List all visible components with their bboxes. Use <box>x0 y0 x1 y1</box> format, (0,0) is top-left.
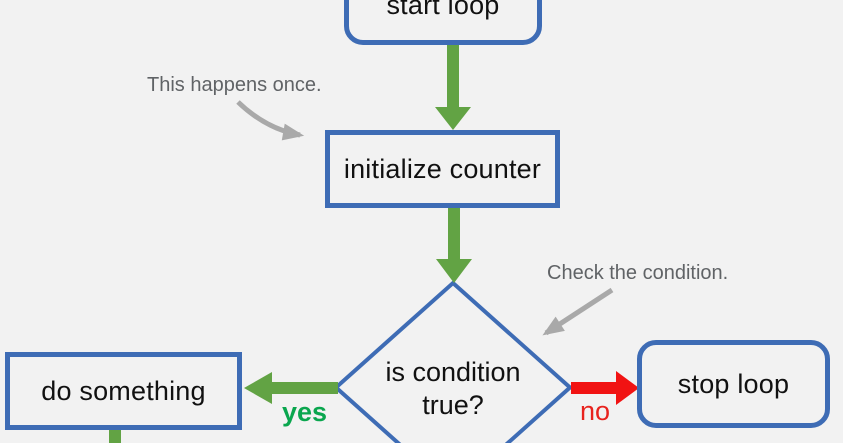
arrow-start-to-initialize-head <box>435 107 471 130</box>
start-node: start loop <box>344 0 542 45</box>
arrow-condition-to-stop-head <box>616 371 639 405</box>
annotation-once-arrow <box>236 100 305 141</box>
do-something-node: do something <box>5 352 242 430</box>
arrow-condition-to-do-head <box>244 372 272 404</box>
initialize-node: initialize counter <box>325 130 560 208</box>
start-node-label: start loop <box>386 0 500 20</box>
arrow-initialize-to-condition-head <box>436 259 472 283</box>
no-edge-label: no <box>580 396 611 426</box>
initialize-node-label: initialize counter <box>343 153 542 184</box>
stop-node-label: stop loop <box>677 368 790 399</box>
do-something-node-label: do something <box>41 375 206 406</box>
annotation-once-text: This happens once. <box>147 74 322 96</box>
condition-diamond <box>332 280 574 443</box>
annotation-check-arrow <box>542 287 614 336</box>
annotation-check-text: Check the condition. <box>547 262 729 284</box>
condition-node-label: is condition true? <box>385 357 521 420</box>
yes-edge-label: yes <box>282 397 328 427</box>
stop-node: stop loop <box>637 340 830 428</box>
